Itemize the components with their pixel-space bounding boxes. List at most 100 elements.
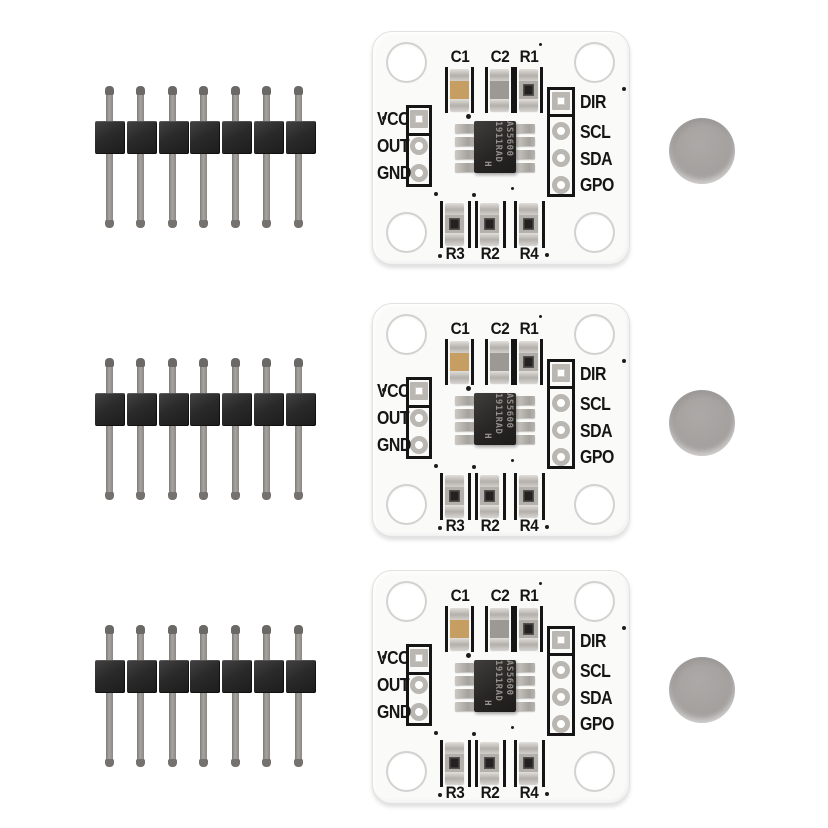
via-dot (511, 726, 514, 729)
silkscreen-line (542, 473, 545, 520)
silkscreen-label-sda: SDA (580, 688, 613, 708)
silkscreen-box-out-gnd (406, 133, 432, 187)
silkscreen-label-sda: SDA (580, 421, 613, 441)
pad-vcc (410, 649, 428, 667)
silkscreen-line (514, 740, 517, 787)
smd-resistor-r1 (519, 69, 538, 111)
smd-terminal (445, 203, 464, 215)
silkscreen-label-vcc: VCC (376, 381, 410, 401)
chip-leg (516, 422, 535, 431)
smd-resistor-r3 (445, 475, 464, 517)
product-row: VCC OUT GND DIR SCL SDA GPO C1 C2 R1 (0, 303, 828, 543)
chip-leg (455, 150, 474, 159)
chip-marking-line3: H (482, 700, 492, 706)
via-dot (545, 525, 549, 529)
resistor-code-mark (449, 490, 460, 502)
pad-out (410, 409, 428, 427)
silkscreen-label-scl: SCL (580, 122, 611, 142)
header-pin (136, 625, 145, 767)
chip-leg (455, 422, 474, 431)
via-dot (545, 253, 549, 257)
chip-marking-line3: H (482, 433, 492, 439)
mounting-hole (386, 42, 427, 83)
silkscreen-box-i2c (547, 114, 575, 197)
smd-resistor-r3 (445, 203, 464, 245)
encoder-module-pcb: VCC OUT GND DIR SCL SDA GPO C1 C2 R1 (372, 570, 630, 804)
smd-capacitor-c2 (490, 69, 509, 111)
silkscreen-label-vcc: VCC (376, 109, 410, 129)
smd-terminal (519, 742, 538, 754)
pad-sda (552, 421, 570, 439)
header-pin-insulator (126, 121, 157, 154)
via-dot (382, 388, 386, 392)
chip-marking: AS5600 1911RAD H (474, 660, 516, 712)
header-pin-insulator (222, 660, 253, 693)
silkscreen-line (542, 740, 545, 787)
via-dot (438, 254, 442, 258)
silkscreen-label-scl: SCL (580, 394, 611, 414)
chip-marking: AS5600 1911RAD H (474, 121, 516, 173)
header-pin (199, 358, 208, 500)
header-pin-insulator (158, 393, 189, 426)
silkscreen-line (485, 606, 488, 652)
pad-gpo (552, 715, 570, 733)
silkscreen-label-dir: DIR (580, 364, 606, 384)
smd-capacitor-c2 (490, 608, 509, 650)
silkscreen-line (485, 339, 488, 385)
silkscreen-line (468, 473, 471, 520)
header-pin-insulator (222, 393, 253, 426)
silkscreen-line (445, 606, 448, 652)
header-pin (230, 625, 240, 767)
smd-terminal (490, 371, 509, 383)
smd-terminal (445, 505, 464, 517)
header-pin-insulator (95, 121, 125, 154)
resistor-code-mark (484, 218, 495, 230)
chip-marking: AS5600 1911RAD H (474, 393, 516, 445)
chip-marking-line1: AS5600 (504, 660, 514, 696)
smd-terminal (450, 69, 469, 81)
resistor-code-mark (449, 218, 460, 230)
header-pin-insulator (254, 660, 284, 693)
silkscreen-label-gnd: GND (376, 435, 411, 455)
chip-leg (516, 676, 535, 685)
pad-dir (552, 92, 570, 110)
via-dot (434, 464, 438, 468)
silkscreen-label-c1: C1 (450, 319, 470, 338)
via-dot (511, 187, 514, 190)
pin-header-strip (95, 358, 317, 501)
smd-terminal (450, 371, 469, 383)
header-pin-insulator (126, 660, 157, 693)
header-pin-insulator (158, 660, 189, 693)
smd-terminal (519, 203, 538, 215)
silkscreen-label-r4: R4 (519, 244, 539, 263)
header-pin (293, 358, 303, 500)
silkscreen-line (511, 606, 514, 652)
pad-scl (552, 122, 570, 140)
pad-scl (552, 661, 570, 679)
smd-terminal (490, 69, 509, 81)
smd-body (450, 620, 469, 638)
as5600-chip: AS5600 1911RAD H (474, 660, 516, 712)
silkscreen-box-i2c (547, 653, 575, 736)
silkscreen-label-scl: SCL (580, 661, 611, 681)
silkscreen-label-gnd: GND (376, 702, 411, 722)
header-pin (230, 86, 240, 228)
smd-resistor-r4 (519, 475, 538, 517)
smd-terminal (480, 742, 499, 754)
smd-terminal (519, 638, 538, 650)
via-dot (434, 731, 438, 735)
silkscreen-label-c2: C2 (490, 586, 510, 605)
header-insulator-blocks (95, 626, 317, 768)
smd-body (490, 620, 509, 638)
silkscreen-label-r1: R1 (519, 586, 539, 605)
chip-leg (455, 663, 474, 672)
smd-capacitor-c1 (450, 608, 469, 650)
chip-marking-line2: 1911RAD (493, 393, 503, 435)
chip-leg (455, 689, 474, 698)
smd-body (490, 353, 509, 371)
smd-terminal (445, 475, 464, 487)
silkscreen-label-gpo: GPO (580, 714, 614, 734)
chip-leg (516, 689, 535, 698)
silkscreen-line (471, 339, 474, 385)
silkscreen-label-gpo: GPO (580, 447, 614, 467)
